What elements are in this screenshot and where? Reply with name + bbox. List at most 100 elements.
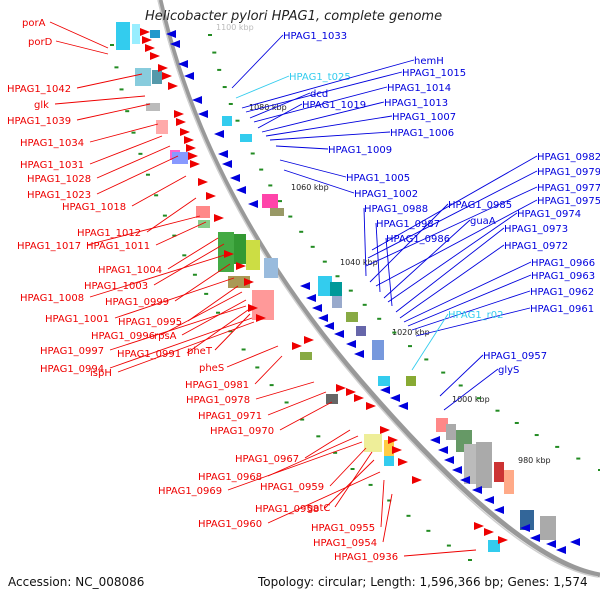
gene-block bbox=[330, 282, 342, 296]
reverse-arrow bbox=[390, 394, 400, 402]
leader-line bbox=[187, 285, 239, 322]
gene-block bbox=[300, 352, 312, 360]
reverse-arrow bbox=[546, 540, 556, 548]
forward-arrow bbox=[380, 426, 390, 434]
leader-line bbox=[261, 101, 385, 133]
gene-block bbox=[318, 276, 332, 296]
reverse-arrow bbox=[484, 496, 494, 504]
tick-mark bbox=[268, 184, 273, 187]
reverse-arrow bbox=[198, 110, 208, 118]
forward-arrow bbox=[304, 336, 314, 344]
tick-mark bbox=[310, 245, 315, 248]
gene-label: HPAG1_0967 bbox=[235, 454, 299, 465]
reverse-arrow bbox=[184, 72, 194, 80]
leader-line bbox=[399, 244, 505, 319]
leader-line bbox=[167, 237, 219, 270]
forward-arrow bbox=[214, 214, 224, 222]
gene-block bbox=[246, 240, 260, 270]
gene-label: HPAG1_0995 bbox=[118, 317, 182, 328]
tick-mark bbox=[468, 559, 472, 561]
leader-line bbox=[254, 355, 283, 385]
reverse-arrow bbox=[236, 186, 246, 194]
gene-block bbox=[132, 24, 140, 44]
tick-mark bbox=[300, 418, 305, 421]
leader-line bbox=[109, 317, 253, 369]
gene-label: dcd bbox=[310, 89, 328, 100]
leader-line bbox=[369, 203, 449, 283]
gene-block bbox=[384, 440, 394, 456]
leader-line bbox=[231, 34, 284, 89]
gene-label: HPAG1_0978 bbox=[186, 395, 250, 406]
forward-arrow bbox=[244, 278, 254, 286]
tick-mark bbox=[228, 102, 233, 105]
forward-arrow bbox=[336, 384, 346, 392]
gene-label: HPAG1_0996 bbox=[91, 331, 155, 342]
scale-label: 1100 kbp bbox=[216, 23, 254, 32]
gene-label: gatC bbox=[307, 503, 330, 514]
gene-block bbox=[150, 30, 160, 38]
tick-mark bbox=[278, 200, 282, 203]
gene-label: HPAG1_0985 bbox=[448, 200, 512, 211]
reverse-arrow bbox=[472, 486, 482, 494]
leader-line bbox=[385, 237, 393, 307]
gene-label: HPAG1_1002 bbox=[354, 189, 418, 200]
tick-mark bbox=[441, 371, 446, 374]
forward-arrow bbox=[145, 44, 155, 52]
scale-label: 1060 kbp bbox=[291, 183, 329, 192]
tick-mark bbox=[387, 499, 392, 502]
gene-label: HPAG1_0975 bbox=[537, 196, 600, 207]
leader-line bbox=[367, 170, 538, 259]
leader-line bbox=[265, 115, 393, 137]
forward-arrow bbox=[366, 402, 376, 410]
leader-line bbox=[153, 243, 225, 286]
gene-label: HPAG1_0960 bbox=[198, 519, 262, 530]
leader-line bbox=[415, 307, 531, 337]
leader-line bbox=[146, 197, 197, 233]
tick-mark bbox=[212, 51, 217, 54]
gene-label: HPAG1_0957 bbox=[483, 351, 547, 362]
gene-label: HPAG1_0958 bbox=[255, 504, 319, 515]
map-title: Helicobacter pylori HPAG1, complete geno… bbox=[145, 9, 443, 24]
reverse-arrow bbox=[230, 174, 240, 182]
forward-arrow bbox=[292, 342, 302, 350]
forward-arrow bbox=[256, 314, 266, 322]
leader-line bbox=[324, 459, 375, 509]
reverse-arrow bbox=[398, 402, 408, 410]
gene-block bbox=[222, 116, 232, 126]
leader-line bbox=[160, 291, 243, 336]
tick-mark bbox=[514, 421, 519, 424]
tick-mark bbox=[182, 254, 187, 257]
tick-mark bbox=[368, 483, 373, 486]
forward-arrow bbox=[388, 436, 398, 444]
tick-mark bbox=[172, 234, 177, 237]
reverse-arrow bbox=[170, 40, 180, 48]
gene-label: HPAG1_0974 bbox=[517, 209, 581, 220]
leader-line bbox=[443, 368, 499, 411]
leader-line bbox=[363, 207, 367, 277]
gene-label: HPAG1_0969 bbox=[158, 486, 222, 497]
gene-block bbox=[346, 312, 358, 322]
tick-mark bbox=[284, 401, 289, 404]
leader-line bbox=[249, 92, 311, 119]
reverse-arrow bbox=[312, 304, 322, 312]
gene-block bbox=[262, 194, 278, 208]
gene-label: guaA bbox=[470, 216, 496, 227]
forward-arrow bbox=[474, 522, 484, 530]
leader-line bbox=[86, 215, 201, 246]
leader-line bbox=[387, 212, 518, 303]
reverse-arrow bbox=[452, 466, 462, 474]
leader-line bbox=[227, 441, 363, 491]
tick-mark bbox=[162, 214, 167, 217]
tick-mark bbox=[217, 68, 222, 71]
reverse-arrow bbox=[494, 506, 504, 514]
scale-label: 1000 kbp bbox=[452, 395, 490, 404]
tick-mark bbox=[204, 292, 209, 295]
tick-mark bbox=[316, 435, 321, 438]
forward-arrow bbox=[174, 110, 184, 118]
gene-label: ispH bbox=[90, 368, 112, 379]
tick-mark bbox=[495, 409, 500, 412]
gene-label: HPAG1_1014 bbox=[387, 83, 451, 94]
forward-arrow bbox=[176, 118, 186, 126]
gene-label: HPAG1_0971 bbox=[198, 411, 262, 422]
reverse-arrow bbox=[570, 538, 580, 546]
